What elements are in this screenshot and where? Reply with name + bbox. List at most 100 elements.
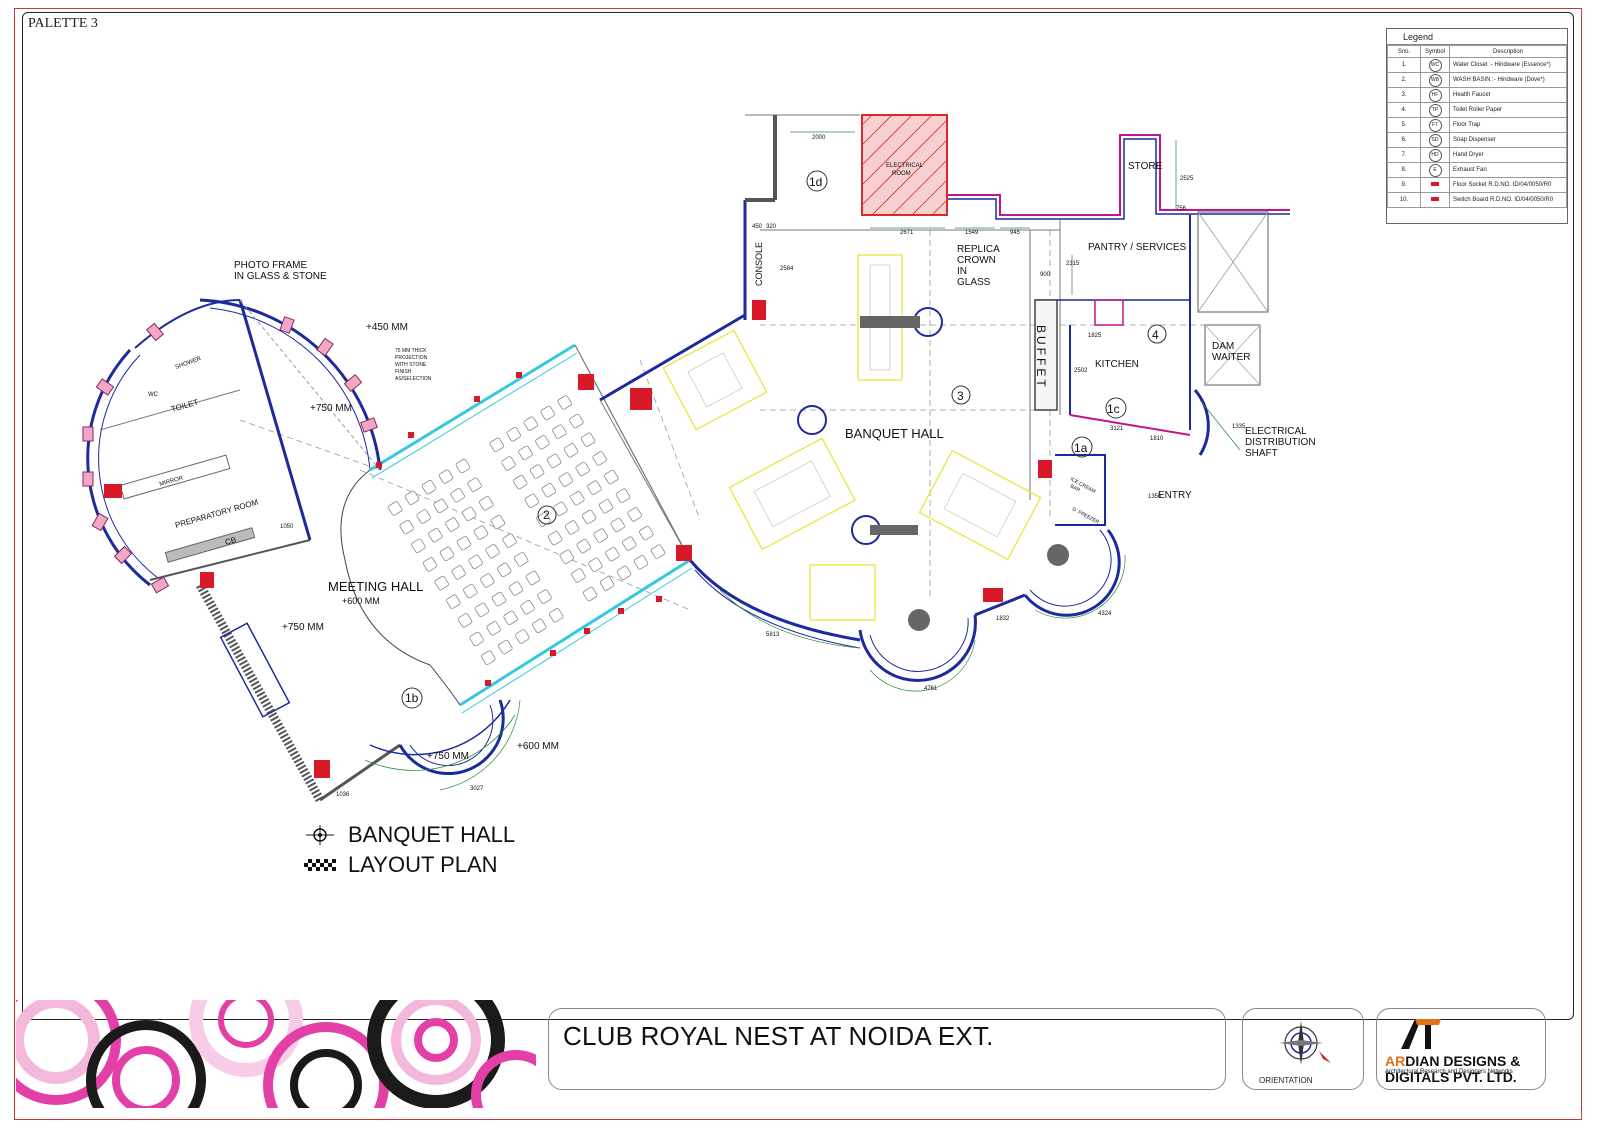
legend-sno: 8. bbox=[1387, 162, 1421, 178]
legend-row: 1. WC Water Closet :- Hindware (Essence*) bbox=[1387, 57, 1567, 73]
legend-sno: 10. bbox=[1387, 192, 1421, 208]
kitchen-block bbox=[1034, 211, 1269, 526]
orientation-box: ORIENTATION bbox=[1242, 1008, 1364, 1090]
label-projection-3: WITH STONE bbox=[395, 362, 427, 368]
dimension-text: 2000 2671 1549 945 900 2525 756 2315 182… bbox=[280, 135, 1246, 798]
label-dam-waiter-2: WAITER bbox=[1212, 352, 1251, 363]
switch-boards bbox=[104, 300, 1052, 778]
legend-symbol: TP bbox=[1420, 102, 1450, 118]
label-cb: CB bbox=[224, 535, 237, 547]
floor-trap-icon: FT bbox=[1428, 118, 1442, 132]
company-name-prefix: AR bbox=[1385, 1053, 1406, 1069]
legend-row: 3. HF Health Faucet bbox=[1387, 87, 1567, 103]
label-meeting-hall: MEETING HALL bbox=[328, 579, 423, 594]
dim-1335: 1335 bbox=[1232, 424, 1246, 430]
label-kitchen: KITCHEN bbox=[1095, 359, 1139, 370]
dim-450: 450 bbox=[752, 224, 763, 230]
legend-symbol bbox=[1420, 192, 1450, 208]
floor-socket-icon bbox=[1431, 182, 1439, 186]
health-faucet-icon: HF bbox=[1428, 88, 1442, 102]
label-eds-3: SHAFT bbox=[1245, 448, 1278, 459]
legend-desc: Hand Dryer bbox=[1449, 147, 1567, 163]
legend-sno: 5. bbox=[1387, 117, 1421, 133]
legend-row: 10.Switch Board R.D.NO. ID/04/0050/R0 bbox=[1387, 192, 1567, 208]
company-tagline: Architectural Research and Designers Net… bbox=[1385, 1069, 1513, 1075]
banquet-tables bbox=[662, 254, 1042, 621]
legend-symbol: E bbox=[1420, 162, 1450, 178]
legend-symbol bbox=[1420, 177, 1450, 193]
caption-title: BANQUET HALL bbox=[348, 822, 516, 847]
table-hatch bbox=[687, 264, 1017, 538]
dim-2000: 2000 bbox=[812, 135, 826, 141]
crosshair-icon bbox=[306, 825, 334, 845]
legend-desc: Water Closet :- Hindware (Essence*) bbox=[1449, 57, 1567, 73]
label-electrical-room-1: ELECTRICAL bbox=[886, 163, 924, 169]
meeting-chairs bbox=[387, 395, 666, 666]
drawing-frame bbox=[22, 12, 1574, 1020]
columns bbox=[797, 307, 1069, 631]
palette-label: PALETTE 3 bbox=[28, 16, 98, 31]
label-level-600-bottom: +600 MM bbox=[517, 741, 559, 752]
upper-walls bbox=[745, 114, 1290, 220]
label-num-1d: 1d bbox=[809, 175, 822, 189]
legend-sno: 1. bbox=[1387, 57, 1421, 73]
legend-sno: 3. bbox=[1387, 87, 1421, 103]
grid-lines bbox=[239, 230, 1240, 611]
plan-labels: PHOTO FRAME IN GLASS & STONE +450 MM 75 … bbox=[148, 161, 1316, 762]
dim-756: 756 bbox=[1176, 206, 1187, 212]
label-num-2: 2 bbox=[543, 508, 550, 522]
legend-symbol: WB bbox=[1420, 72, 1450, 88]
legend-desc: Floor Socket R.D.NO. ID/04/0050/R0 bbox=[1449, 177, 1567, 193]
label-eds-1: ELECTRICAL bbox=[1245, 426, 1307, 437]
dim-945: 945 bbox=[1010, 230, 1021, 236]
label-shower: SHOWER bbox=[175, 356, 203, 371]
label-projection-1: 75 MM THICK bbox=[395, 348, 427, 354]
legend-row: 8. E Exhaust Fan bbox=[1387, 162, 1567, 178]
dim-2584: 2584 bbox=[780, 266, 794, 272]
label-level-750-left: +750 MM bbox=[282, 622, 324, 633]
legend-header-symbol: Symbol bbox=[1420, 45, 1450, 58]
toilet-paper-icon: TP bbox=[1428, 103, 1442, 117]
project-title: CLUB ROYAL NEST AT NOIDA EXT. bbox=[563, 1021, 994, 1051]
label-banquet-hall: BANQUET HALL bbox=[845, 426, 944, 441]
label-projection-2: PROJECTION bbox=[395, 355, 428, 361]
label-level-750-bottom: +750 MM bbox=[427, 751, 469, 762]
dim-1832: 1832 bbox=[996, 616, 1010, 622]
company-logo-icon bbox=[1401, 1019, 1441, 1049]
hand-dryer-icon: HD bbox=[1428, 148, 1442, 162]
label-d-freezer: D. FREEZER bbox=[1071, 506, 1100, 525]
label-replica-2: CROWN bbox=[957, 255, 996, 266]
exhaust-fan-icon: E bbox=[1428, 163, 1442, 177]
sheet-outer-border bbox=[14, 8, 1582, 1120]
label-console: CONSOLE bbox=[754, 242, 764, 286]
legend-symbol: HD bbox=[1420, 147, 1450, 163]
dim-900: 900 bbox=[1040, 272, 1051, 278]
legend-sno: 2. bbox=[1387, 72, 1421, 88]
label-mirror: MIRROR bbox=[159, 475, 185, 488]
dim-2502: 2502 bbox=[1074, 368, 1088, 374]
label-toilet: TOILET bbox=[170, 398, 199, 414]
lower-wing bbox=[196, 582, 401, 803]
svg-text:BUFFET: BUFFET bbox=[1034, 325, 1048, 390]
legend-header-description: Description bbox=[1449, 45, 1567, 58]
decorative-circles bbox=[16, 1000, 536, 1108]
label-preparatory-room: PREPARATORY ROOM bbox=[174, 497, 259, 529]
company-name-rest: DIAN DESIGNS & DIGITALS PVT. LTD. bbox=[1385, 1053, 1521, 1085]
label-photo-frame-2: IN GLASS & STONE bbox=[234, 271, 327, 282]
wc-icon: WC bbox=[1428, 58, 1442, 72]
legend-desc: Health Faucet bbox=[1449, 87, 1567, 103]
dim-1350: 1350 bbox=[1148, 494, 1162, 500]
dim-3027: 3027 bbox=[470, 786, 484, 792]
legend-desc: Exhaust Fan bbox=[1449, 162, 1567, 178]
drawing-caption: BANQUET HALL LAYOUT PLAN bbox=[302, 820, 515, 880]
dim-2671: 2671 bbox=[900, 230, 914, 236]
legend-symbol: FT bbox=[1420, 117, 1450, 133]
label-entry: ENTRY bbox=[1158, 490, 1192, 501]
legend-symbol: WC bbox=[1420, 57, 1450, 73]
